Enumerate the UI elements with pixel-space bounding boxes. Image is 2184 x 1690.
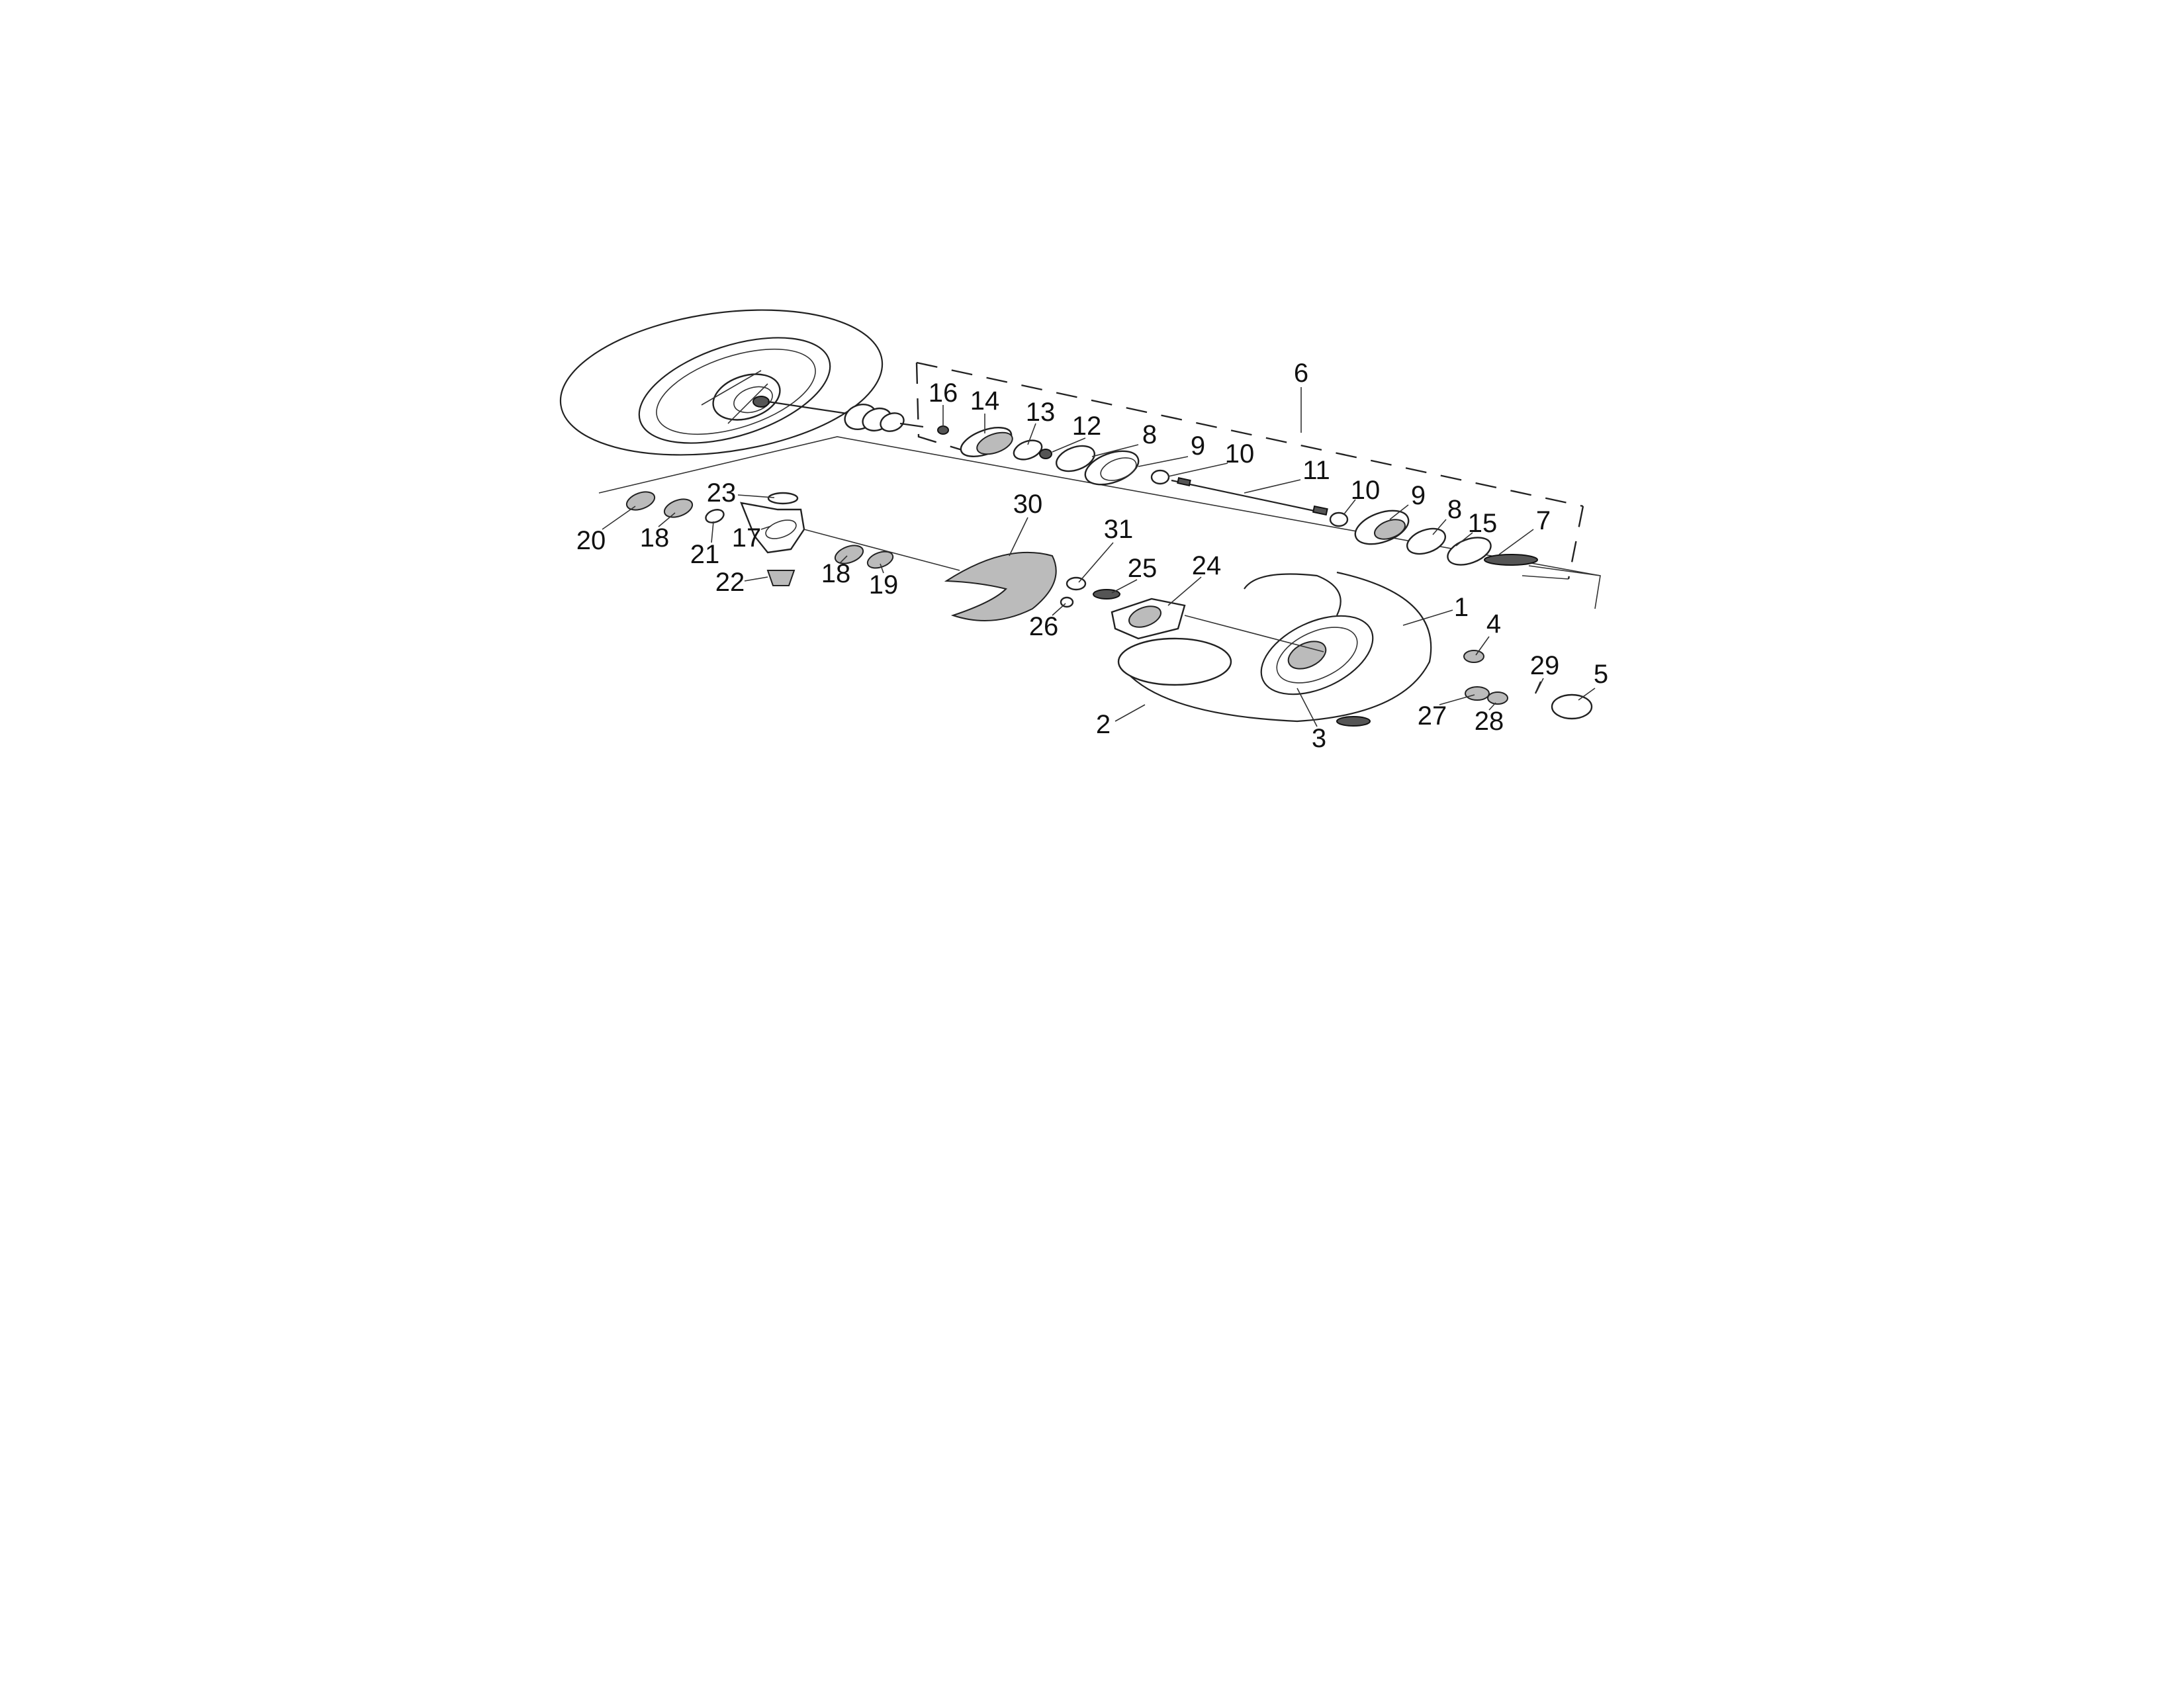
callout-13: 13 <box>1025 398 1056 427</box>
callout-21: 21 <box>690 540 720 569</box>
upper-drive-shaft <box>767 400 924 432</box>
callout-9: 9 <box>1190 431 1206 461</box>
callout-11: 11 <box>1302 456 1330 485</box>
callout-17: 17 <box>731 523 762 553</box>
callout-2: 2 <box>1095 710 1111 739</box>
shaft-assembly-dashed-outline <box>915 361 1584 580</box>
knuckle-parts <box>625 491 960 586</box>
callout-16: 16 <box>928 378 958 408</box>
callout-28: 28 <box>1474 707 1504 736</box>
callout-5: 5 <box>1593 660 1609 689</box>
callout-24: 24 <box>1191 551 1222 580</box>
callout-14: 14 <box>970 386 1000 416</box>
brake-disc-illustration <box>944 551 1057 621</box>
callout-7: 7 <box>1535 506 1551 535</box>
callout-9-right: 9 <box>1410 481 1426 510</box>
callout-22: 22 <box>715 568 745 597</box>
callout-31: 31 <box>1103 515 1134 544</box>
callout-6: 6 <box>1293 359 1309 388</box>
callout-18: 18 <box>639 523 670 553</box>
callout-4: 4 <box>1486 609 1502 639</box>
callout-19: 19 <box>868 570 899 600</box>
callout-3: 3 <box>1311 724 1327 753</box>
callout-25: 25 <box>1127 554 1158 583</box>
reference-lines <box>598 436 1601 609</box>
callout-30: 30 <box>1013 490 1043 519</box>
shaft-parts <box>937 425 1538 566</box>
callout-12: 12 <box>1071 412 1102 441</box>
callout-10-right: 10 <box>1350 476 1381 505</box>
callout-1: 1 <box>1453 593 1469 622</box>
callout-10: 10 <box>1224 439 1255 468</box>
callout-26: 26 <box>1028 612 1059 641</box>
callout-27: 27 <box>1417 701 1447 731</box>
upper-wheel-illustration <box>559 309 884 456</box>
callout-29: 29 <box>1529 651 1560 680</box>
lower-wheel-illustration <box>1117 571 1593 727</box>
callout-8: 8 <box>1142 420 1158 449</box>
callout-15: 15 <box>1467 509 1498 538</box>
callout-20: 20 <box>576 526 606 555</box>
callout-23: 23 <box>706 478 737 508</box>
callout-8-right: 8 <box>1447 495 1463 524</box>
callout-18-right: 18 <box>821 559 851 588</box>
leader-lines <box>602 387 1596 727</box>
